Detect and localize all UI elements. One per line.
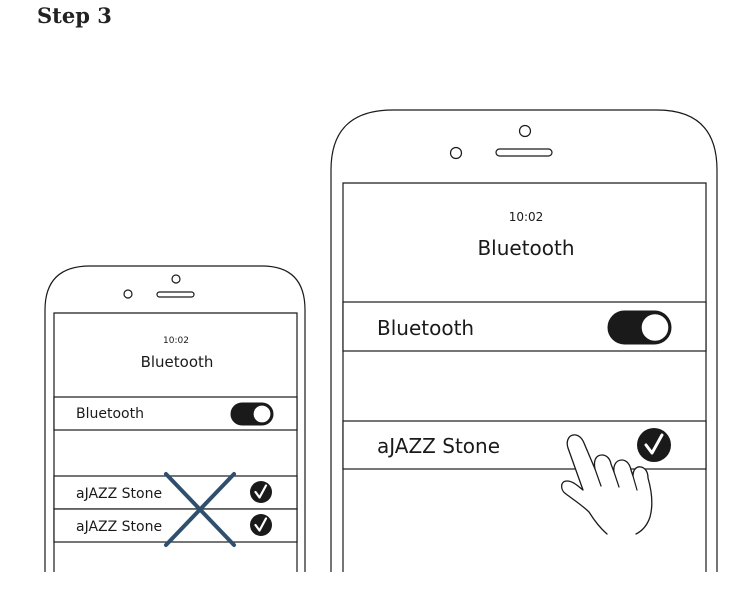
step-title: Step 3 <box>37 3 112 28</box>
phone-large-bluetooth-label: Bluetooth <box>377 316 474 340</box>
phone-small-speaker-icon <box>156 291 195 298</box>
phone-small-bluetooth-row[interactable]: Bluetooth <box>53 396 298 431</box>
pointing-hand-icon <box>560 434 653 535</box>
phone-small-device-1-check-icon <box>250 481 272 503</box>
cross-out-icon <box>164 472 236 547</box>
phone-small-device-row-1[interactable]: aJAZZ Stone <box>53 475 298 510</box>
phone-small: 10:02 Bluetooth Bluetooth aJAZZ Stone aJ… <box>44 265 306 572</box>
phone-small-device-2-label: aJAZZ Stone <box>76 519 162 535</box>
phone-small-camera-icon <box>171 274 181 284</box>
phone-small-device-1-label: aJAZZ Stone <box>76 486 162 502</box>
phone-large-screen <box>342 182 707 572</box>
phone-small-bluetooth-toggle[interactable] <box>230 402 274 426</box>
phone-small-screen <box>53 312 298 572</box>
phone-large-bluetooth-toggle[interactable] <box>607 310 672 345</box>
phone-small-screen-title: Bluetooth <box>141 353 214 371</box>
phone-large-screen-title: Bluetooth <box>477 236 574 260</box>
phone-large-time: 10:02 <box>509 210 544 224</box>
phone-large-sensor-icon <box>449 146 463 160</box>
phone-large-device-label: aJAZZ Stone <box>377 434 500 458</box>
phone-small-sensor-icon <box>123 289 133 299</box>
phone-large-device-check-icon <box>637 428 671 462</box>
phone-large-speaker-icon <box>495 148 553 157</box>
phone-small-time: 10:02 <box>163 336 189 346</box>
phone-large: 10:02 Bluetooth Bluetooth aJAZZ Stone <box>330 109 718 572</box>
phone-large-device-row[interactable]: aJAZZ Stone <box>342 420 707 470</box>
phone-large-bluetooth-row[interactable]: Bluetooth <box>342 301 707 352</box>
phone-large-camera-icon <box>518 124 532 138</box>
phone-small-bluetooth-label: Bluetooth <box>76 406 144 422</box>
phone-small-device-2-check-icon <box>250 514 272 536</box>
